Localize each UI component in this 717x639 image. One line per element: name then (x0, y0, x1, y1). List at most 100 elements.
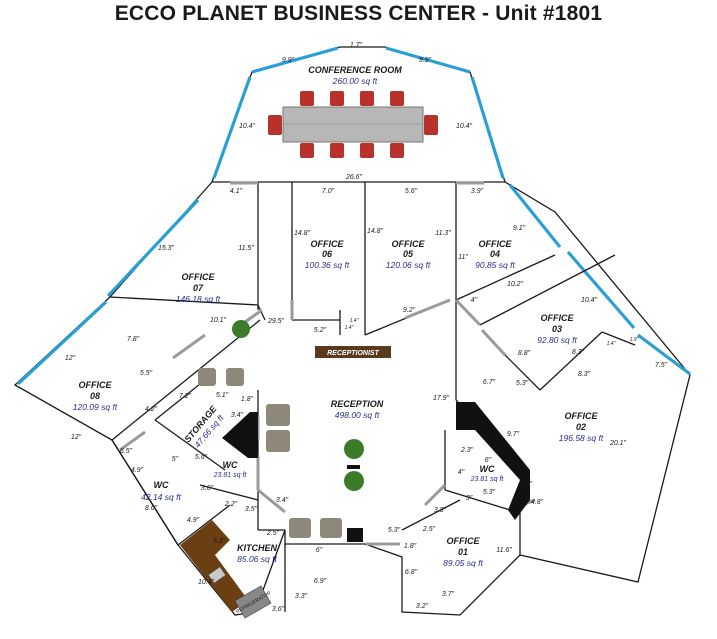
dim-label: 1.7" (350, 42, 363, 49)
dim-label: 11.5" (238, 245, 254, 252)
wc-left-area: 23.81 sq ft (213, 472, 248, 479)
dim-label: 4.9" (131, 467, 144, 474)
conference-furniture (268, 91, 438, 158)
dim-label: 8.3" (578, 371, 591, 378)
dim-label: 11" (458, 254, 468, 261)
chair (390, 91, 404, 106)
plant-icon (232, 320, 250, 338)
office-02-number: 02 (576, 422, 586, 432)
chair (424, 115, 438, 135)
dim-label: 11.3" (435, 230, 451, 237)
plants (232, 320, 364, 491)
dim-label: 1.8" (404, 543, 417, 550)
dim-label: 7.2" (179, 393, 192, 400)
windows (16, 46, 691, 386)
dim-label: 8.8" (518, 350, 531, 357)
dim-label: 3.8" (434, 507, 447, 514)
dim-label: 3" (466, 495, 473, 502)
dim-label: 6.9" (314, 578, 327, 585)
dim-label: 5" (172, 456, 179, 463)
reception-area: 498.00 sq ft (335, 410, 380, 420)
office-07-number: 07 (193, 283, 204, 293)
kitchen-area: 85.06 sq ft (237, 554, 277, 564)
reception-name: RECEPTION (331, 399, 384, 409)
office-04-name: OFFICE (479, 239, 513, 249)
dim-label: 2.3" (460, 447, 474, 454)
dim-label: 6" (316, 547, 323, 554)
wc-bottom-area: 42.14 sq ft (141, 492, 181, 502)
dimension-labels: 1.7" 9.9" 9.9" 10.4" 10.4" 26.6" 4.1" 7.… (65, 42, 668, 613)
plan-title: ECCO PLANET BUSINESS CENTER - Unit #1801 (114, 2, 603, 25)
storage-wall-block (222, 412, 258, 458)
office-01-number: 01 (458, 547, 468, 557)
dim-label: 5.2" (314, 327, 327, 334)
dim-label: 5.1" (216, 392, 229, 399)
dim-label: 3.4" (276, 497, 289, 504)
dim-label: 10.2" (507, 281, 524, 288)
office-03-number: 03 (552, 324, 562, 334)
dim-label: 3.6" (272, 606, 285, 613)
dim-label: 3.4" (231, 412, 244, 419)
office-08-name: OFFICE (79, 380, 113, 390)
dim-label: 4.9" (187, 517, 200, 524)
dim-label: 9.9" (282, 57, 295, 64)
reception-counter-block (347, 528, 363, 542)
dim-label: 6.7" (483, 379, 496, 386)
sofa-chair (289, 518, 311, 538)
wc-left-name: WC (223, 460, 238, 470)
dim-label: 2.5" (422, 526, 436, 533)
dim-label: 10.4" (239, 123, 256, 130)
sofa-chair (320, 518, 342, 538)
plant-icon (344, 471, 364, 491)
wc-bottom-name: WC (154, 480, 169, 490)
dim-label: 4" (471, 297, 478, 304)
dim-label: 4.8" (531, 499, 544, 506)
wc-right-area: 23.81 sq ft (470, 476, 505, 483)
dim-label: 6" (485, 457, 492, 464)
dim-label: 5.3" (483, 489, 496, 496)
dim-label: 14.8" (294, 230, 311, 237)
dim-label: 9.7" (507, 431, 520, 438)
dim-label: 5.5" (140, 370, 153, 377)
room-labels: CONFERENCE ROOM 260.00 sq ft OFFICE 06 1… (73, 65, 604, 568)
dim-label: 3.3" (295, 593, 308, 600)
office-07-area: 146.18 sq ft (176, 294, 221, 304)
chair (300, 143, 314, 158)
dim-label: 10.4" (198, 579, 215, 586)
dim-label: 4" (458, 469, 465, 476)
dim-label: 5.3" (388, 527, 401, 534)
dim-label: 15.3" (158, 245, 175, 252)
dim-label: 5.3" (516, 380, 529, 387)
office-05-name: OFFICE (392, 239, 426, 249)
receptionist: RECEPTIONIST (315, 346, 391, 358)
sofa-chair (266, 430, 290, 452)
dim-label: 9.9" (419, 57, 432, 64)
office-06-name: OFFICE (311, 239, 345, 249)
sofa-chair (226, 368, 244, 386)
dim-label: 3.3" (520, 481, 533, 488)
office-07-name: OFFICE (182, 272, 216, 282)
dim-label: 9.2" (403, 307, 416, 314)
conference-room-area: 260.00 sq ft (332, 76, 378, 86)
plant-icon (344, 439, 364, 459)
office-04-area: 90.85 sq ft (475, 260, 515, 270)
dim-label: 9.1" (513, 225, 526, 232)
office-08-area: 120.09 sq ft (73, 402, 118, 412)
doors (119, 181, 536, 546)
dim-label: 3.5" (245, 506, 258, 513)
sofa-chair (266, 404, 290, 426)
dim-label: 12" (65, 355, 76, 362)
office-05-number: 05 (403, 249, 414, 259)
office-06-number: 06 (322, 249, 333, 259)
dim-label: 4.1" (230, 188, 243, 195)
dim-label: 1.8" (241, 396, 254, 403)
small-block (347, 465, 360, 469)
chair (330, 143, 344, 158)
dim-label: 3.9" (471, 188, 484, 195)
dim-label: 7.0" (322, 188, 335, 195)
dim-label: 2.5" (266, 530, 280, 537)
dim-label: 12" (71, 434, 82, 441)
dim-label: 1.9" (630, 337, 639, 343)
interior-walls (109, 181, 636, 612)
conference-room-name: CONFERENCE ROOM (308, 65, 402, 75)
